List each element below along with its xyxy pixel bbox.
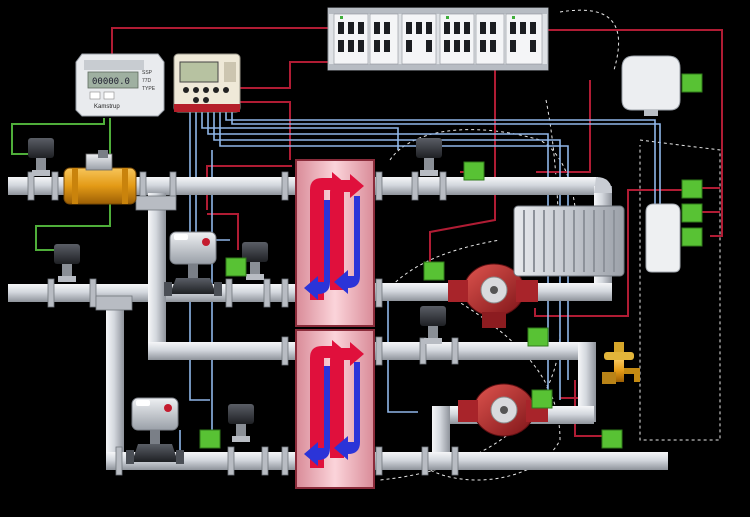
pressure-sensor-icon (54, 244, 80, 282)
terminal-block-icon (681, 179, 703, 199)
water-tap-icon (602, 342, 640, 384)
heat-exchanger-upper (295, 159, 375, 327)
weather-controller (173, 53, 241, 113)
motorized-valve-icon (164, 231, 222, 296)
terminal-block-icon (463, 161, 485, 181)
radiator-icon (513, 205, 625, 277)
terminal-block-icon (601, 429, 623, 449)
terminal-block-icon (681, 227, 703, 247)
terminal-block-icon (199, 429, 221, 449)
pressure-sensor-icon (228, 404, 254, 442)
room-sensor-icon (645, 203, 681, 273)
meter-display-value: 00000.0 (92, 77, 130, 87)
terminal-block-icon (681, 203, 703, 223)
svg-text:SSP: SSP (142, 70, 153, 76)
meter-brand: Kamstrup (94, 104, 120, 110)
terminal-blocks (199, 73, 703, 449)
svg-text:TYPE: TYPE (142, 86, 156, 92)
terminal-block-icon (423, 261, 445, 281)
plc-rack-icon (327, 7, 549, 71)
circulation-pump-icon (448, 263, 538, 328)
terminal-block-icon (531, 389, 553, 409)
meter-side-marks: SSP 77D TYPE (142, 70, 156, 92)
svg-text:77D: 77D (142, 78, 152, 84)
red-signal-wires (111, 27, 723, 437)
pressure-sensor-icon (420, 306, 446, 344)
heat-exchanger-lower (295, 329, 375, 489)
terminal-block-icon (681, 73, 703, 93)
pressure-sensor-icon (242, 242, 268, 280)
outdoor-sensor-icon (621, 55, 681, 116)
heat-meter-calculator: 00000.0 Kamstrup SSP 77D TYPE (75, 53, 165, 117)
terminal-block-icon (527, 327, 549, 347)
terminal-block-icon (225, 257, 247, 277)
flow-meter-icon (63, 150, 137, 205)
circulation-pump-icon (458, 383, 548, 437)
pressure-sensor-icon (28, 138, 54, 176)
motorized-valve-icon (126, 397, 184, 464)
pressure-sensor-icon (416, 138, 442, 176)
